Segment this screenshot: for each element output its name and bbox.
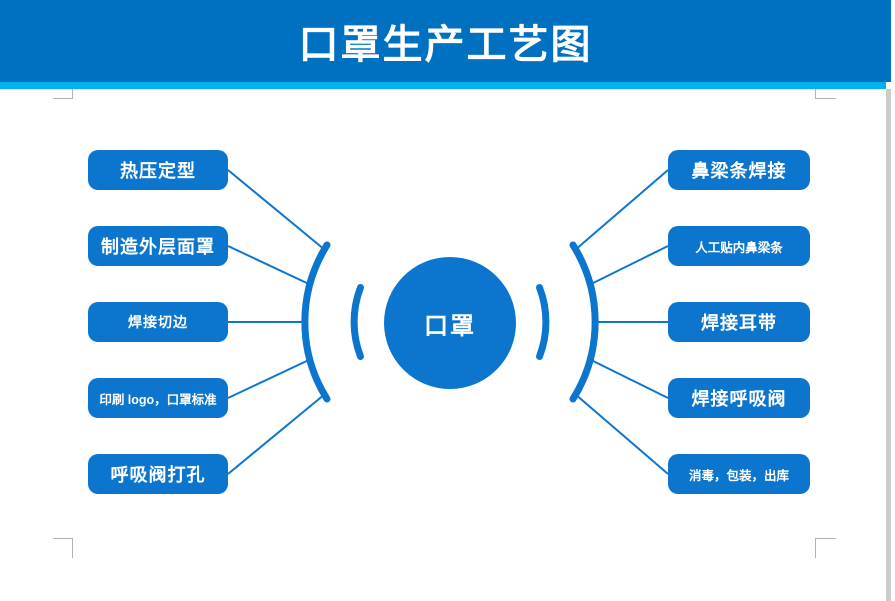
node-nose-bridge-welding[interactable]: 鼻梁条焊接 — [668, 150, 810, 190]
node-label: 焊接切边 — [128, 314, 188, 330]
left-inner-arc — [350, 284, 364, 360]
connector-line — [589, 245, 669, 286]
node-label: 热压定型 — [120, 161, 196, 181]
page-title: 口罩生产工艺图 — [298, 23, 593, 67]
node-print-logo-standard[interactable]: 印刷 logo，口罩标准 — [88, 378, 228, 418]
node-label: 呼吸阀打孔 — [110, 465, 206, 485]
title-banner: 口罩生产工艺图 — [0, 0, 891, 82]
right-inner-arc — [536, 284, 550, 360]
connector-line — [227, 358, 311, 399]
node-label: 焊接呼吸阀 — [691, 389, 787, 409]
connector-line — [227, 245, 311, 286]
node-label: 印刷 logo，口罩标准 — [99, 392, 217, 407]
left-outer-arc — [301, 241, 331, 403]
window-edge-gutter — [886, 89, 891, 601]
node-label: 焊接耳带 — [701, 313, 777, 333]
node-inner-nose-strip[interactable]: 人工贴内鼻梁条 — [668, 226, 810, 266]
margin-mark-top-left — [53, 89, 73, 99]
connector-line — [574, 169, 669, 251]
node-weld-trim[interactable]: 焊接切边 — [88, 302, 228, 342]
node-label: 鼻梁条焊接 — [691, 161, 787, 181]
node-ear-band-welding[interactable]: 焊接耳带 — [668, 302, 810, 342]
node-label: 制造外层面罩 — [101, 237, 215, 257]
node-label: 人工贴内鼻梁条 — [695, 240, 783, 255]
margin-mark-bottom-left — [53, 538, 73, 558]
node-breather-valve-welding[interactable]: 焊接呼吸阀 — [668, 378, 810, 418]
connector-line — [227, 169, 326, 251]
node-label: 消毒，包装，出库 — [688, 468, 789, 483]
right-outer-arc — [569, 241, 599, 403]
center-node-label: 口罩 — [424, 312, 476, 340]
banner-accent-strip — [0, 82, 886, 89]
margin-mark-bottom-right — [815, 538, 836, 558]
node-outer-mask-manufacture[interactable]: 制造外层面罩 — [88, 226, 228, 266]
connector-line — [227, 393, 326, 475]
center-node-mask[interactable]: 口罩 — [384, 257, 516, 389]
node-heat-press-shaping[interactable]: 热压定型 — [88, 150, 228, 190]
node-disinfect-pack-ship[interactable]: 消毒，包装，出库 — [668, 454, 810, 494]
connector-line — [574, 393, 669, 475]
margin-mark-top-right — [815, 89, 836, 99]
connector-line — [589, 358, 669, 399]
node-valve-punching[interactable]: 呼吸阀打孔 — [88, 454, 228, 494]
